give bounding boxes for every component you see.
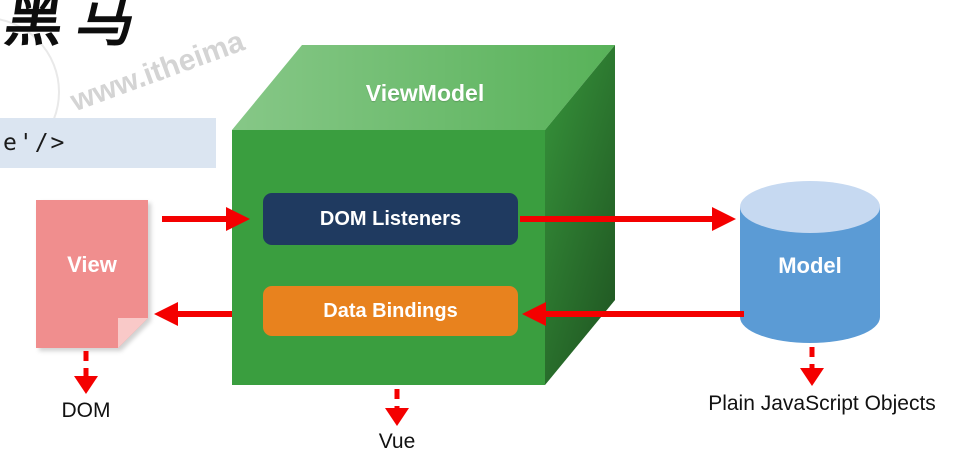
viewmodel-title: ViewModel	[365, 80, 485, 106]
view-note-fold	[118, 318, 148, 348]
view-note: View	[36, 200, 148, 348]
view-label: View	[67, 252, 117, 277]
caption-vue: Vue	[378, 430, 416, 453]
dom-listeners-pill: DOM Listeners	[263, 193, 518, 245]
caption-plain-js-objects: Plain JavaScript Objects	[708, 392, 936, 415]
model-label: Model	[778, 253, 842, 278]
data-bindings-pill: Data Bindings	[263, 286, 518, 336]
code-snippet-box: e'/>	[0, 118, 216, 168]
code-snippet-text: e'/>	[3, 130, 67, 156]
caption-dom: DOM	[61, 399, 111, 422]
